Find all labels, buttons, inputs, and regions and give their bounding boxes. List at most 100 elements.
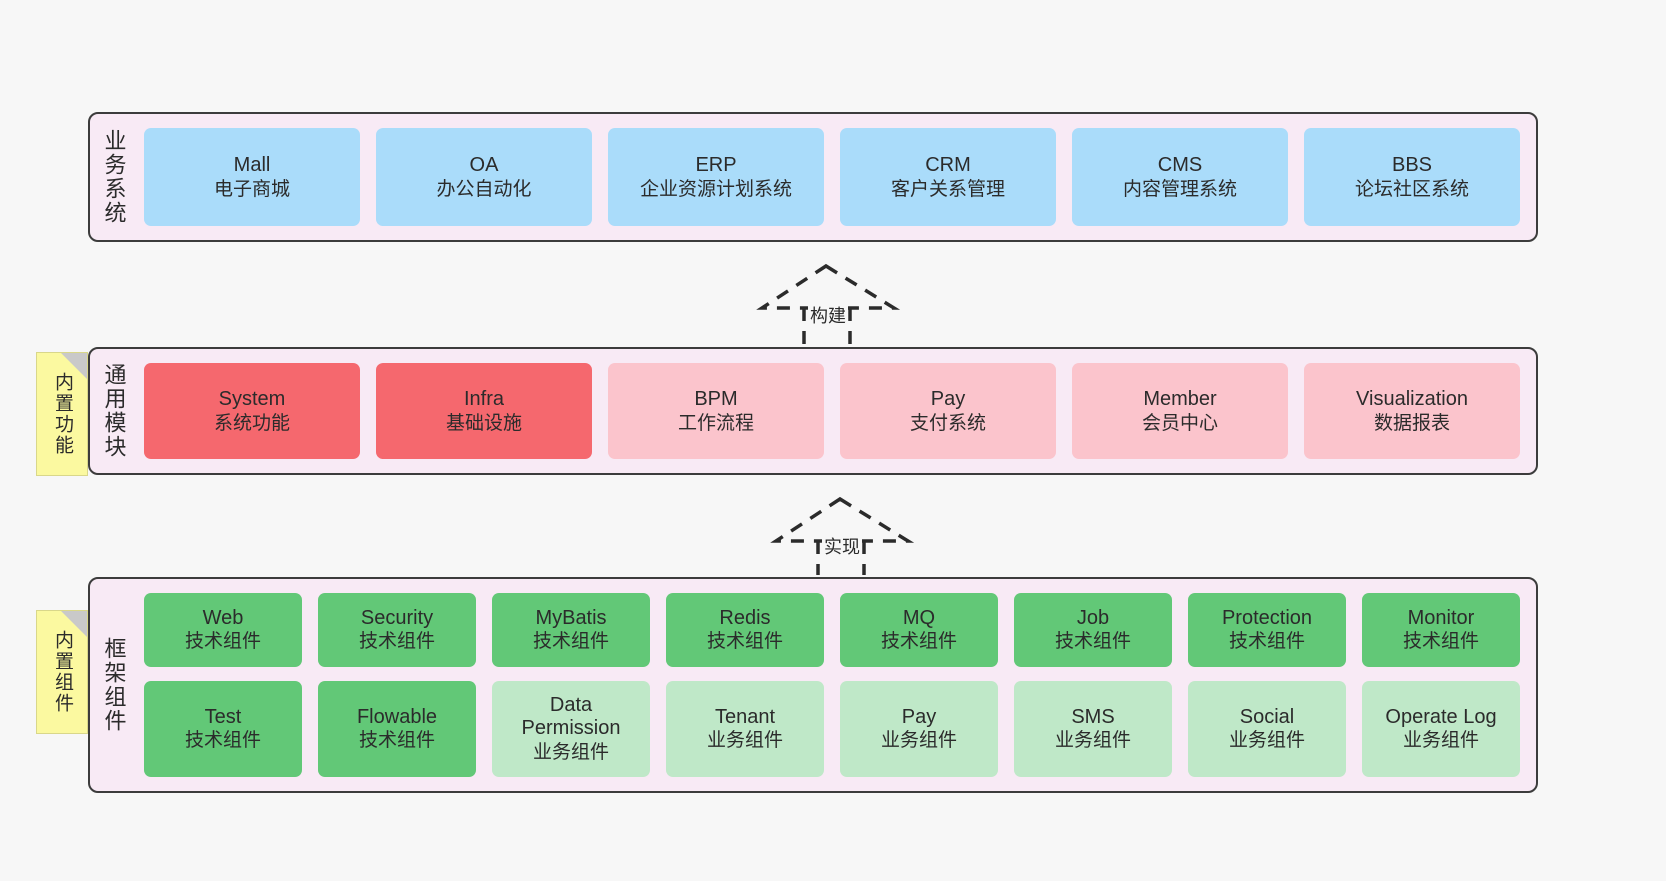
node-visualization[interactable]: Visualization 数据报表: [1304, 363, 1520, 459]
node-label-en: Pay: [930, 388, 966, 411]
node-label-cn: 支付系统: [909, 412, 986, 434]
node-area-common-modules: System 系统功能 Infra 基础设施 BPM 工作流程 Pay 支付系统…: [138, 349, 1536, 473]
connector-build: 构建: [756, 262, 901, 346]
node-label-cn: 业务组件: [1228, 730, 1305, 752]
folded-corner-icon: [61, 611, 87, 637]
node-label-cn: 技术组件: [1402, 631, 1479, 653]
node-erp[interactable]: ERP 企业资源计划系统: [608, 128, 824, 226]
node-mq[interactable]: MQ 技术组件: [840, 593, 998, 667]
layer-common-modules[interactable]: 通用模块 System 系统功能 Infra 基础设施 BPM 工作流程 Pay…: [88, 347, 1538, 475]
node-label-cn: 业务组件: [1402, 730, 1479, 752]
node-member[interactable]: Member 会员中心: [1072, 363, 1288, 459]
node-label-en: OA: [469, 154, 499, 177]
node-label-cn: 业务组件: [1054, 730, 1131, 752]
node-mybatis[interactable]: MyBatis 技术组件: [492, 593, 650, 667]
sticky-note-label: 内置组件: [51, 630, 73, 714]
node-security[interactable]: Security 技术组件: [318, 593, 476, 667]
node-label-cn: 技术组件: [532, 631, 609, 653]
node-web[interactable]: Web 技术组件: [144, 593, 302, 667]
sticky-note-builtin-functions[interactable]: 内置功能: [36, 352, 88, 476]
node-label-cn: 办公自动化: [436, 178, 532, 200]
node-oa[interactable]: OA 办公自动化: [376, 128, 592, 226]
node-label-en: Security: [360, 607, 434, 630]
node-label-cn: 系统功能: [213, 412, 290, 434]
node-operate-log[interactable]: Operate Log 业务组件: [1362, 680, 1520, 778]
node-label-en: BPM: [694, 388, 738, 411]
node-cms[interactable]: CMS 内容管理系统: [1072, 128, 1288, 226]
layer-title-framework-components: 框架组件: [101, 637, 127, 733]
node-label-en: Pay: [901, 706, 937, 729]
node-label-en: Job: [1076, 607, 1110, 630]
node-label-cn: 业务组件: [706, 730, 783, 752]
connector-implement: 实现: [770, 495, 915, 575]
node-label-cn: 技术组件: [184, 730, 261, 752]
node-label-cn: 基础设施: [445, 412, 522, 434]
node-label-en: Member: [1143, 388, 1217, 411]
node-protection[interactable]: Protection 技术组件: [1188, 593, 1346, 667]
node-label-cn: 客户关系管理: [890, 178, 1005, 200]
node-data-permission[interactable]: Data Permission 业务组件: [492, 680, 650, 778]
node-label-cn: 业务组件: [880, 730, 957, 752]
node-label-cn: 内容管理系统: [1122, 178, 1237, 200]
node-label-en: Operate Log: [1385, 706, 1497, 729]
node-crm[interactable]: CRM 客户关系管理: [840, 128, 1056, 226]
node-label-en: Web: [202, 607, 244, 630]
node-job[interactable]: Job 技术组件: [1014, 593, 1172, 667]
layer-framework-components[interactable]: 框架组件 Web 技术组件 Security 技术组件 MyBatis 技术组件…: [88, 577, 1538, 793]
node-label-cn: 数据报表: [1373, 412, 1450, 434]
node-row: Mall 电子商城 OA 办公自动化 ERP 企业资源计划系统 CRM 客户关系…: [144, 128, 1520, 226]
node-area-framework-components: Web 技术组件 Security 技术组件 MyBatis 技术组件 Redi…: [138, 579, 1536, 791]
node-label-cn: 工作流程: [677, 412, 754, 434]
node-bbs[interactable]: BBS 论坛社区系统: [1304, 128, 1520, 226]
node-label-en: Visualization: [1356, 388, 1468, 411]
node-label-en: Flowable: [356, 706, 438, 729]
node-pay-component[interactable]: Pay 业务组件: [840, 680, 998, 778]
node-label-cn: 技术组件: [1054, 631, 1131, 653]
node-label-cn: 论坛社区系统: [1354, 178, 1469, 200]
node-label-cn: 技术组件: [184, 631, 261, 653]
node-label-en: MQ: [902, 607, 936, 630]
node-label-en: Tenant: [714, 706, 776, 729]
node-label-cn: 电子商城: [213, 178, 290, 200]
node-label-en: ERP: [695, 154, 737, 177]
node-row: System 系统功能 Infra 基础设施 BPM 工作流程 Pay 支付系统…: [144, 363, 1520, 459]
node-label-cn: 技术组件: [706, 631, 783, 653]
node-bpm[interactable]: BPM 工作流程: [608, 363, 824, 459]
node-row: Test 技术组件 Flowable 技术组件 Data Permission …: [144, 680, 1520, 778]
node-flowable[interactable]: Flowable 技术组件: [318, 680, 476, 778]
node-pay-module[interactable]: Pay 支付系统: [840, 363, 1056, 459]
folded-corner-icon: [61, 353, 87, 379]
node-mall[interactable]: Mall 电子商城: [144, 128, 360, 226]
connector-build-label: 构建: [808, 302, 848, 328]
node-infra[interactable]: Infra 基础设施: [376, 363, 592, 459]
node-label-en: BBS: [1391, 154, 1433, 177]
node-monitor[interactable]: Monitor 技术组件: [1362, 593, 1520, 667]
node-tenant[interactable]: Tenant 业务组件: [666, 680, 824, 778]
layer-business-systems[interactable]: 业务系统 Mall 电子商城 OA 办公自动化 ERP 企业资源计划系统 CRM…: [88, 112, 1538, 242]
sticky-note-builtin-components[interactable]: 内置组件: [36, 610, 88, 734]
node-label-en: MyBatis: [535, 607, 607, 630]
node-label-en: Social: [1239, 706, 1295, 729]
node-label-cn: 技术组件: [358, 730, 435, 752]
node-label-cn: 技术组件: [880, 631, 957, 653]
node-test[interactable]: Test 技术组件: [144, 680, 302, 778]
node-label-cn: 技术组件: [358, 631, 435, 653]
node-sms[interactable]: SMS 业务组件: [1014, 680, 1172, 778]
node-label-en: Protection: [1221, 607, 1313, 630]
node-label-cn: 技术组件: [1228, 631, 1305, 653]
sticky-note-label: 内置功能: [51, 372, 73, 456]
node-label-en: SMS: [1071, 706, 1115, 729]
node-redis[interactable]: Redis 技术组件: [666, 593, 824, 667]
node-label-en: Monitor: [1407, 607, 1475, 630]
node-social[interactable]: Social 业务组件: [1188, 680, 1346, 778]
node-label-en: Infra: [463, 388, 505, 411]
node-system[interactable]: System 系统功能: [144, 363, 360, 459]
node-label-en: Redis: [719, 607, 771, 630]
connector-implement-label: 实现: [822, 533, 862, 559]
node-label-en: Mall: [233, 154, 271, 177]
node-label-cn: 业务组件: [532, 741, 609, 763]
layer-title-common-modules: 通用模块: [101, 363, 127, 459]
node-label-cn: 会员中心: [1141, 412, 1218, 434]
node-label-cn: 企业资源计划系统: [639, 178, 792, 200]
